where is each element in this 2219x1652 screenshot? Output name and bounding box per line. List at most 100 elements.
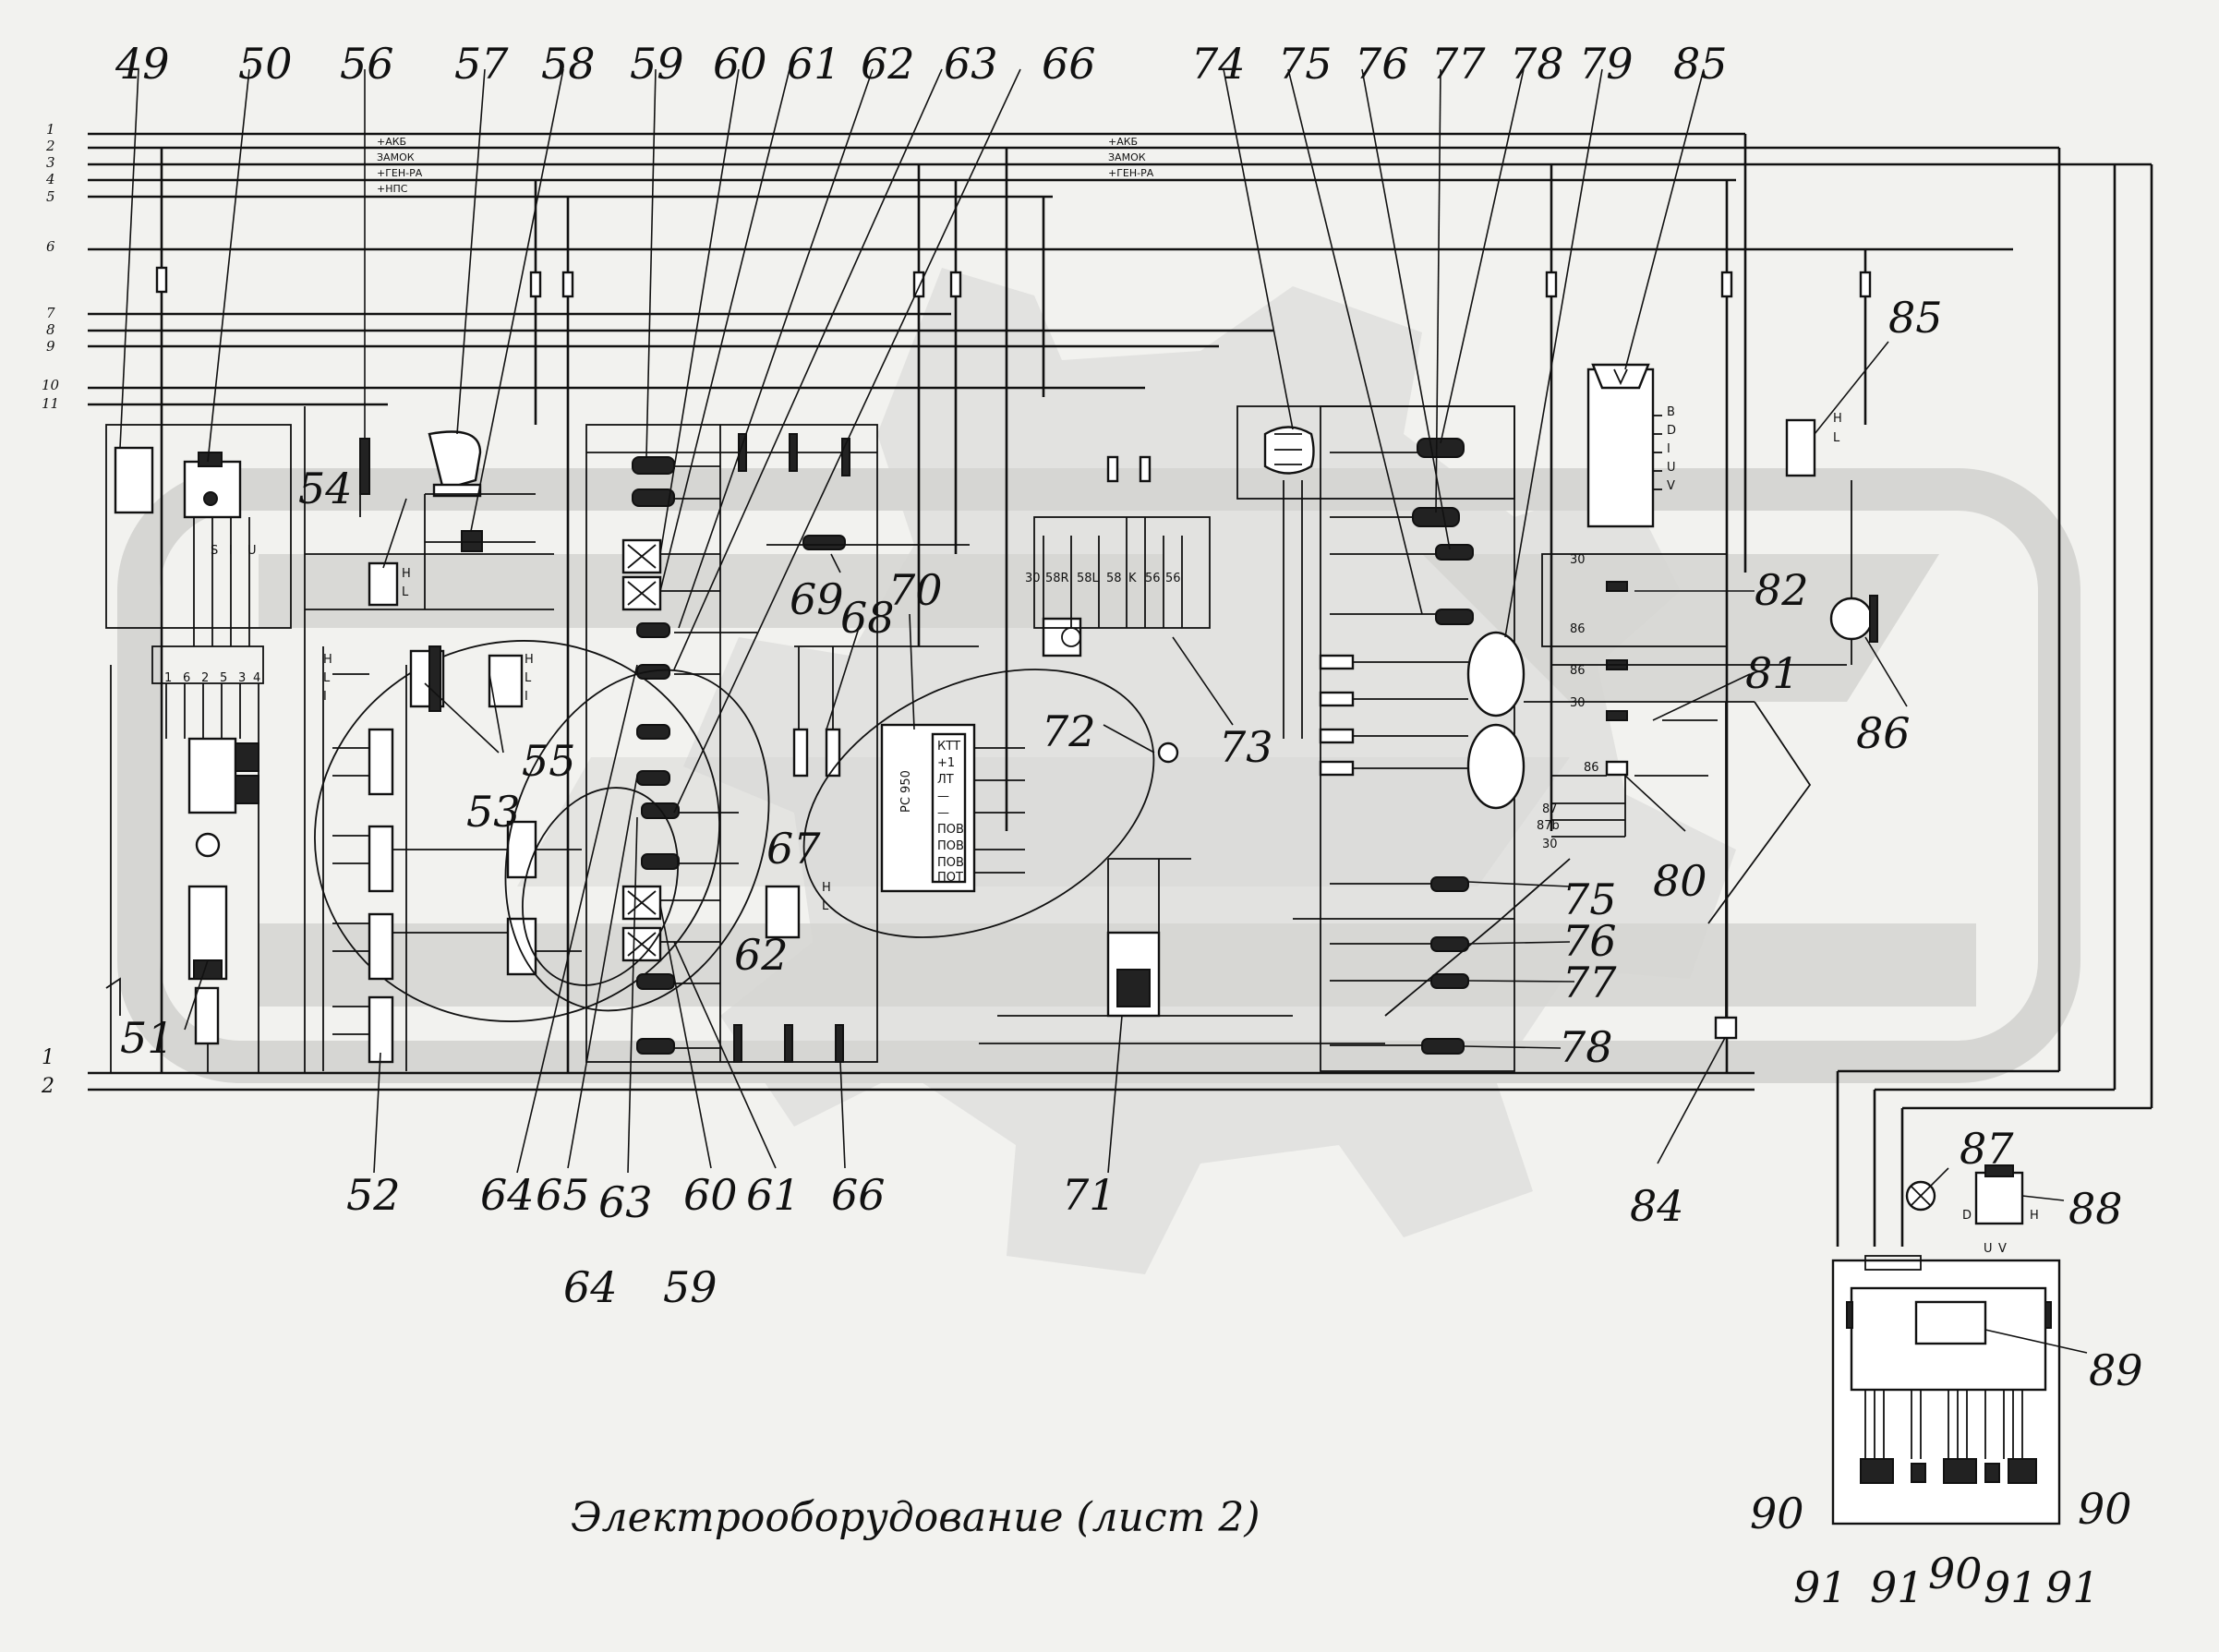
svg-text:87: 87: [1542, 802, 1558, 816]
lamp-55b-icon: [488, 654, 524, 708]
svg-text:+АКБ: +АКБ: [1108, 136, 1138, 148]
svg-text:L: L: [822, 899, 829, 913]
svg-text:63: 63: [598, 1177, 653, 1227]
connector-90c-icon: [2008, 1458, 2037, 1484]
lamp-75a-icon: [1435, 609, 1474, 625]
svg-text:52: 52: [346, 1170, 401, 1220]
svg-text:90: 90: [1750, 1489, 1804, 1538]
svg-text:61: 61: [746, 1170, 801, 1220]
svg-text:V: V: [1998, 1242, 2007, 1256]
line-numbers-bottom: 1 2: [41, 1046, 54, 1098]
svg-text:H: H: [525, 653, 534, 667]
svg-text:81: 81: [1745, 648, 1800, 698]
leader-lines: [119, 68, 2088, 1354]
svg-text:—: —: [937, 790, 949, 803]
svg-text:88: 88: [2068, 1184, 2123, 1234]
svg-text:77: 77: [1562, 958, 1617, 1007]
svg-text:10: 10: [42, 377, 60, 393]
svg-text:90: 90: [1928, 1549, 1983, 1598]
svg-text:78: 78: [1510, 39, 1564, 89]
svg-text:2: 2: [201, 671, 209, 685]
svg-text:U: U: [247, 544, 257, 558]
svg-text:1: 1: [46, 121, 55, 138]
svg-text:K: K: [1128, 572, 1137, 585]
svg-text:8: 8: [46, 321, 55, 338]
svg-text:4: 4: [45, 171, 55, 187]
connector-90b-icon: [1943, 1458, 1977, 1484]
svg-text:51: 51: [120, 1013, 175, 1063]
svg-text:ПОВ: ПОВ: [937, 839, 964, 853]
svg-text:71: 71: [1062, 1170, 1116, 1220]
svg-text:L: L: [525, 671, 532, 685]
svg-text:60: 60: [683, 1170, 738, 1220]
svg-text:85: 85: [1888, 293, 1943, 343]
svg-text:64: 64: [563, 1262, 618, 1312]
pc950-module: РС 950 КТТ +1 ЛТ — — ПОВ ПОВ ПОВ ПОТ: [880, 723, 1025, 893]
svg-text:84: 84: [1630, 1181, 1684, 1231]
svg-text:53: 53: [466, 787, 521, 837]
svg-text:I: I: [525, 690, 528, 704]
svg-text:U: U: [1667, 461, 1676, 475]
bus-labels-left: +АКБ ЗАМОК +ГЕН-РА +НПС: [377, 136, 423, 195]
svg-text:30: 30: [1570, 696, 1586, 710]
sensor-69-icon: [802, 535, 846, 550]
svg-text:30: 30: [1570, 553, 1586, 567]
svg-text:4: 4: [253, 671, 260, 685]
svg-text:66: 66: [1042, 39, 1096, 89]
indicator-56-icon: [359, 438, 370, 495]
svg-text:50: 50: [238, 39, 293, 89]
gauge-block: B D I U V: [1586, 363, 1676, 528]
relays: 30 86 86 30 86 87 87b 30: [1537, 553, 1847, 851]
lamp-78a-icon: [1417, 438, 1465, 458]
svg-text:87b: 87b: [1537, 819, 1560, 833]
svg-text:79: 79: [1579, 39, 1634, 89]
lamp-67-icon: [765, 885, 801, 939]
lamp-52b-icon: [368, 825, 394, 893]
svg-text:ПОВ: ПОВ: [937, 823, 964, 837]
svg-text:90: 90: [2078, 1484, 2132, 1534]
svg-text:85: 85: [1673, 39, 1728, 89]
callouts-bottom: 51 52 64 65 63 60 61 66 71 84 64 59: [120, 1013, 1684, 1312]
horn-57-icon: [428, 430, 482, 491]
svg-text:1: 1: [164, 671, 172, 685]
svg-text:89: 89: [2089, 1345, 2143, 1395]
sensor-84-icon: [1714, 1016, 1738, 1040]
svg-text:S: S: [211, 544, 218, 558]
lamp-76b-icon: [1430, 936, 1469, 952]
callouts-module: 87 88 89 90 90 91 91 90 91 91: [1750, 1124, 2143, 1612]
switch-88-icon: [1974, 1171, 2024, 1225]
control-module: D U V H: [1831, 1164, 2061, 1525]
svg-text:I: I: [323, 690, 327, 704]
svg-text:2: 2: [41, 1075, 54, 1098]
svg-text:77: 77: [1431, 39, 1486, 89]
svg-text:91: 91: [1984, 1562, 2038, 1612]
svg-text:64: 64: [480, 1170, 535, 1220]
diagram-caption: Электрооборудование (лист 2): [571, 1494, 1260, 1541]
svg-text:63: 63: [944, 39, 998, 89]
gauge-59b-icon: [632, 488, 675, 507]
svg-text:86: 86: [1584, 761, 1599, 775]
svg-text:91: 91: [2045, 1562, 2100, 1612]
gauge-59c-icon: [636, 1038, 675, 1055]
svg-text:КТТ: КТТ: [937, 740, 960, 754]
bus-labels-right: +АКБ ЗАМОК +ГЕН-РА: [1108, 136, 1154, 179]
svg-text:L: L: [402, 585, 409, 599]
sensor-72-icon: [1157, 742, 1179, 764]
components-67-69: H L: [765, 535, 979, 939]
callouts-inner: 54 55 53 69 68 70 72 73 67 62 82 81 80 8…: [298, 293, 1943, 1072]
svg-text:+НПС: +НПС: [377, 183, 408, 195]
svg-text:68: 68: [840, 593, 895, 643]
svg-text:76: 76: [1562, 916, 1617, 966]
svg-text:3: 3: [238, 671, 246, 685]
svg-text:L: L: [323, 671, 331, 685]
svg-text:6: 6: [46, 238, 55, 255]
svg-text:30: 30: [1542, 838, 1558, 851]
connector-block: [151, 645, 264, 684]
svg-text:U: U: [1984, 1242, 1993, 1256]
svg-text:11: 11: [42, 395, 59, 412]
svg-text:67: 67: [766, 824, 821, 874]
svg-text:58R: 58R: [1045, 572, 1069, 585]
svg-text:57: 57: [454, 39, 509, 89]
svg-text:74: 74: [1191, 39, 1246, 89]
